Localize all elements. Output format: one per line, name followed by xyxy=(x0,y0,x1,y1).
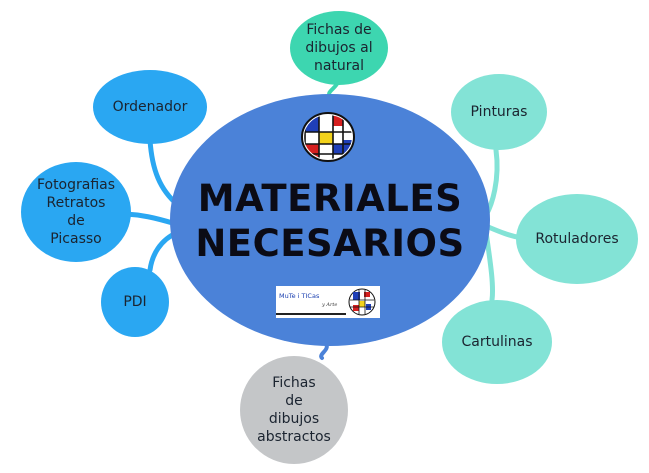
node-ordenador[interactable]: Ordenador xyxy=(93,70,207,144)
banner-logo-text: MuTe i TICas xyxy=(279,292,320,300)
banner-underline xyxy=(276,313,346,315)
central-topic-title: MATERIALES NECESARIOS xyxy=(195,177,465,265)
node-label: PDI xyxy=(123,294,147,310)
mutics-banner-logo: MuTe i TICas y Arte xyxy=(276,286,380,318)
node-label: Fichas de dibujos abstractos xyxy=(257,375,331,445)
node-pinturas[interactable]: Pinturas xyxy=(451,74,547,150)
node-label: Fotografias Retratos de Picasso xyxy=(36,177,116,247)
banner-logo-subtext: y Arte xyxy=(322,302,338,308)
node-cartulinas[interactable]: Cartulinas xyxy=(442,300,552,384)
node-fichas-abstractos[interactable]: Fichas de dibujos abstractos xyxy=(240,356,348,464)
node-label: Pinturas xyxy=(470,104,528,120)
node-label: Ordenador xyxy=(112,99,188,115)
node-label: Rotuladores xyxy=(535,231,619,247)
mondrian-circle-logo-icon xyxy=(301,112,355,162)
node-label: Fichas de dibujos al natural xyxy=(305,22,373,74)
connector-fichas-abstractos xyxy=(319,342,329,360)
node-fotografias[interactable]: Fotografias Retratos de Picasso xyxy=(21,162,131,262)
node-rotuladores[interactable]: Rotuladores xyxy=(516,194,638,284)
node-fichas-natural[interactable]: Fichas de dibujos al natural xyxy=(290,11,388,85)
node-label: Cartulinas xyxy=(461,334,533,350)
node-pdi[interactable]: PDI xyxy=(101,267,169,337)
mondrian-small-logo-icon xyxy=(348,288,376,316)
